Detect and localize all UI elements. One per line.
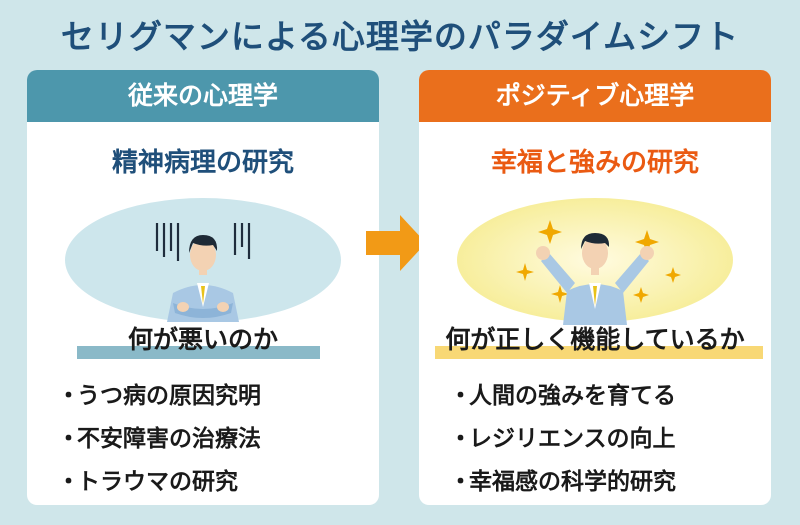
positive-psychology-subtitle: 幸福と強みの研究 (490, 148, 699, 178)
positive-psychology-panel: ポジティブ心理学 幸福と強みの研究 (419, 70, 771, 505)
traditional-question: 何が悪いのか (127, 325, 278, 354)
traditional-psychology-subtitle: 精神病理の研究 (111, 148, 294, 178)
list-item: ・トラウマの研究 (57, 469, 238, 495)
arrow-right-icon (366, 215, 426, 271)
traditional-psychology-header: 従来の心理学 (27, 70, 379, 122)
joyful-person-icon (457, 198, 733, 325)
question-underline (435, 346, 763, 359)
question-underline (77, 346, 320, 359)
positive-question: 何が正しく機能しているか (445, 325, 745, 354)
traditional-psychology-panel: 従来の心理学 精神病理の研究 何が悪いのか ・うつ病の原因究明 ・不安障害の治療… (27, 70, 379, 505)
traditional-topics-list: ・うつ病の原因究明 ・不安障害の治療法 ・トラウマの研究 (57, 375, 261, 504)
positive-topics-list: ・人間の強みを育てる ・レジリエンスの向上 ・幸福感の科学的研究 (449, 375, 676, 504)
list-item: ・うつ病の原因究明 (57, 383, 261, 409)
main-title: セリグマンによる心理学のパラダイムシフト (60, 17, 740, 56)
list-item: ・幸福感の科学的研究 (449, 469, 676, 495)
list-item: ・レジリエンスの向上 (449, 426, 676, 452)
distressed-person-icon (65, 198, 341, 322)
list-item: ・人間の強みを育てる (449, 383, 676, 409)
list-item: ・不安障害の治療法 (57, 426, 261, 452)
positive-psychology-header: ポジティブ心理学 (419, 70, 771, 122)
